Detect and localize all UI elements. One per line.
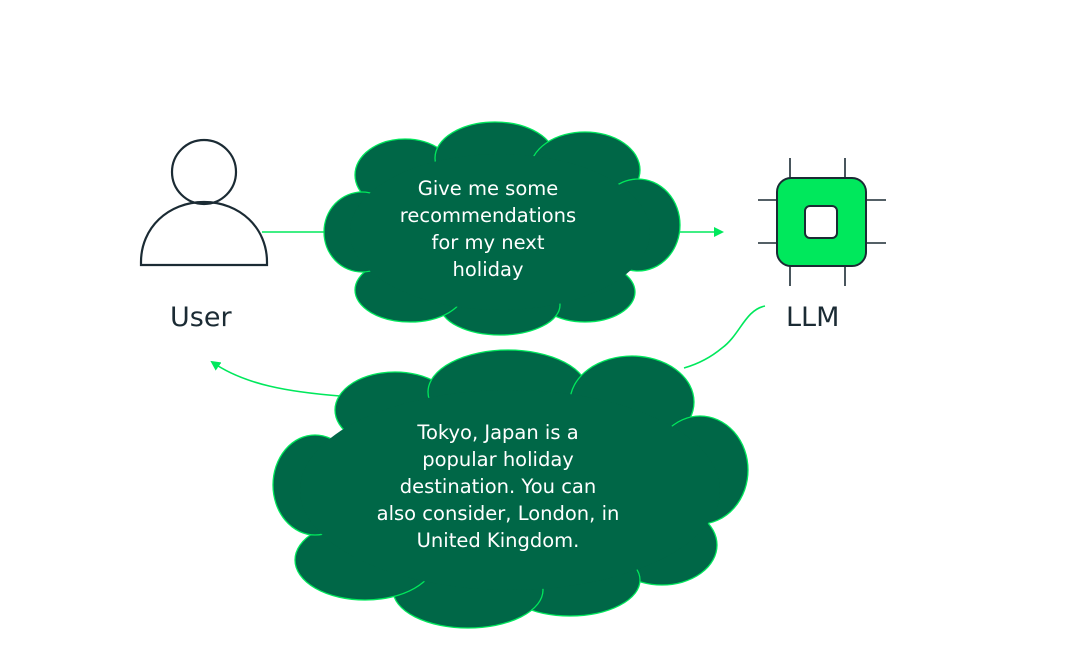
user-label: User bbox=[170, 302, 232, 333]
prompt-message: Give me some recommendations for my next… bbox=[399, 177, 577, 281]
response-message: Tokyo, Japan is a popular holiday destin… bbox=[376, 421, 620, 552]
response-to-user-arrow bbox=[210, 360, 341, 397]
chip-icon bbox=[758, 158, 886, 286]
llm-label: LLM bbox=[786, 302, 840, 333]
llm-to-response-connector bbox=[683, 305, 766, 369]
response-cloud bbox=[272, 349, 749, 629]
prompt-cloud bbox=[323, 121, 681, 336]
user-icon bbox=[139, 138, 269, 267]
